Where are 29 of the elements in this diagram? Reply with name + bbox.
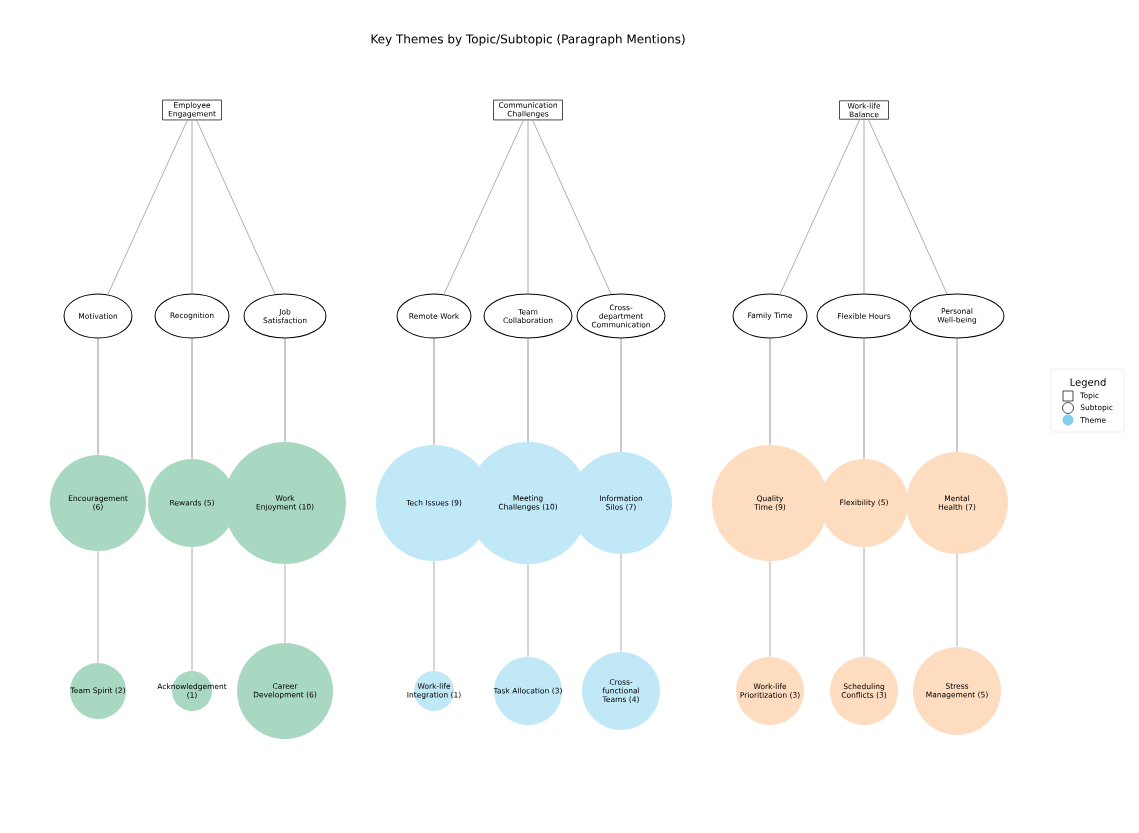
connector-line (527, 338, 529, 443)
connector-line (97, 550, 99, 664)
connector-line (284, 563, 286, 644)
chart-title: Key Themes by Topic/Subtopic (Paragraph Mentions) (371, 34, 685, 46)
connector-line (191, 338, 193, 460)
connector-line (863, 338, 865, 460)
legend-title: Legend (1070, 378, 1106, 388)
connector-line (867, 119, 948, 295)
connector-line (620, 553, 622, 653)
connector-line (532, 119, 612, 295)
connector-line (863, 119, 865, 294)
connector-line (433, 338, 435, 446)
connector-line (527, 119, 529, 294)
connector-line (433, 560, 435, 672)
connector-line (956, 338, 958, 453)
connector-line (196, 119, 276, 295)
connector-line (191, 119, 193, 294)
connector-line (284, 338, 286, 443)
connector-line (863, 546, 865, 658)
connector-line (956, 553, 958, 648)
connector-line (443, 119, 524, 295)
connector-line (620, 338, 622, 453)
connector-line (779, 119, 861, 295)
connector-line (107, 119, 188, 295)
connector-line (769, 560, 771, 658)
connector-line (191, 546, 193, 672)
connector-line (769, 338, 771, 446)
connector-line (527, 563, 529, 658)
connector-line (97, 338, 99, 456)
